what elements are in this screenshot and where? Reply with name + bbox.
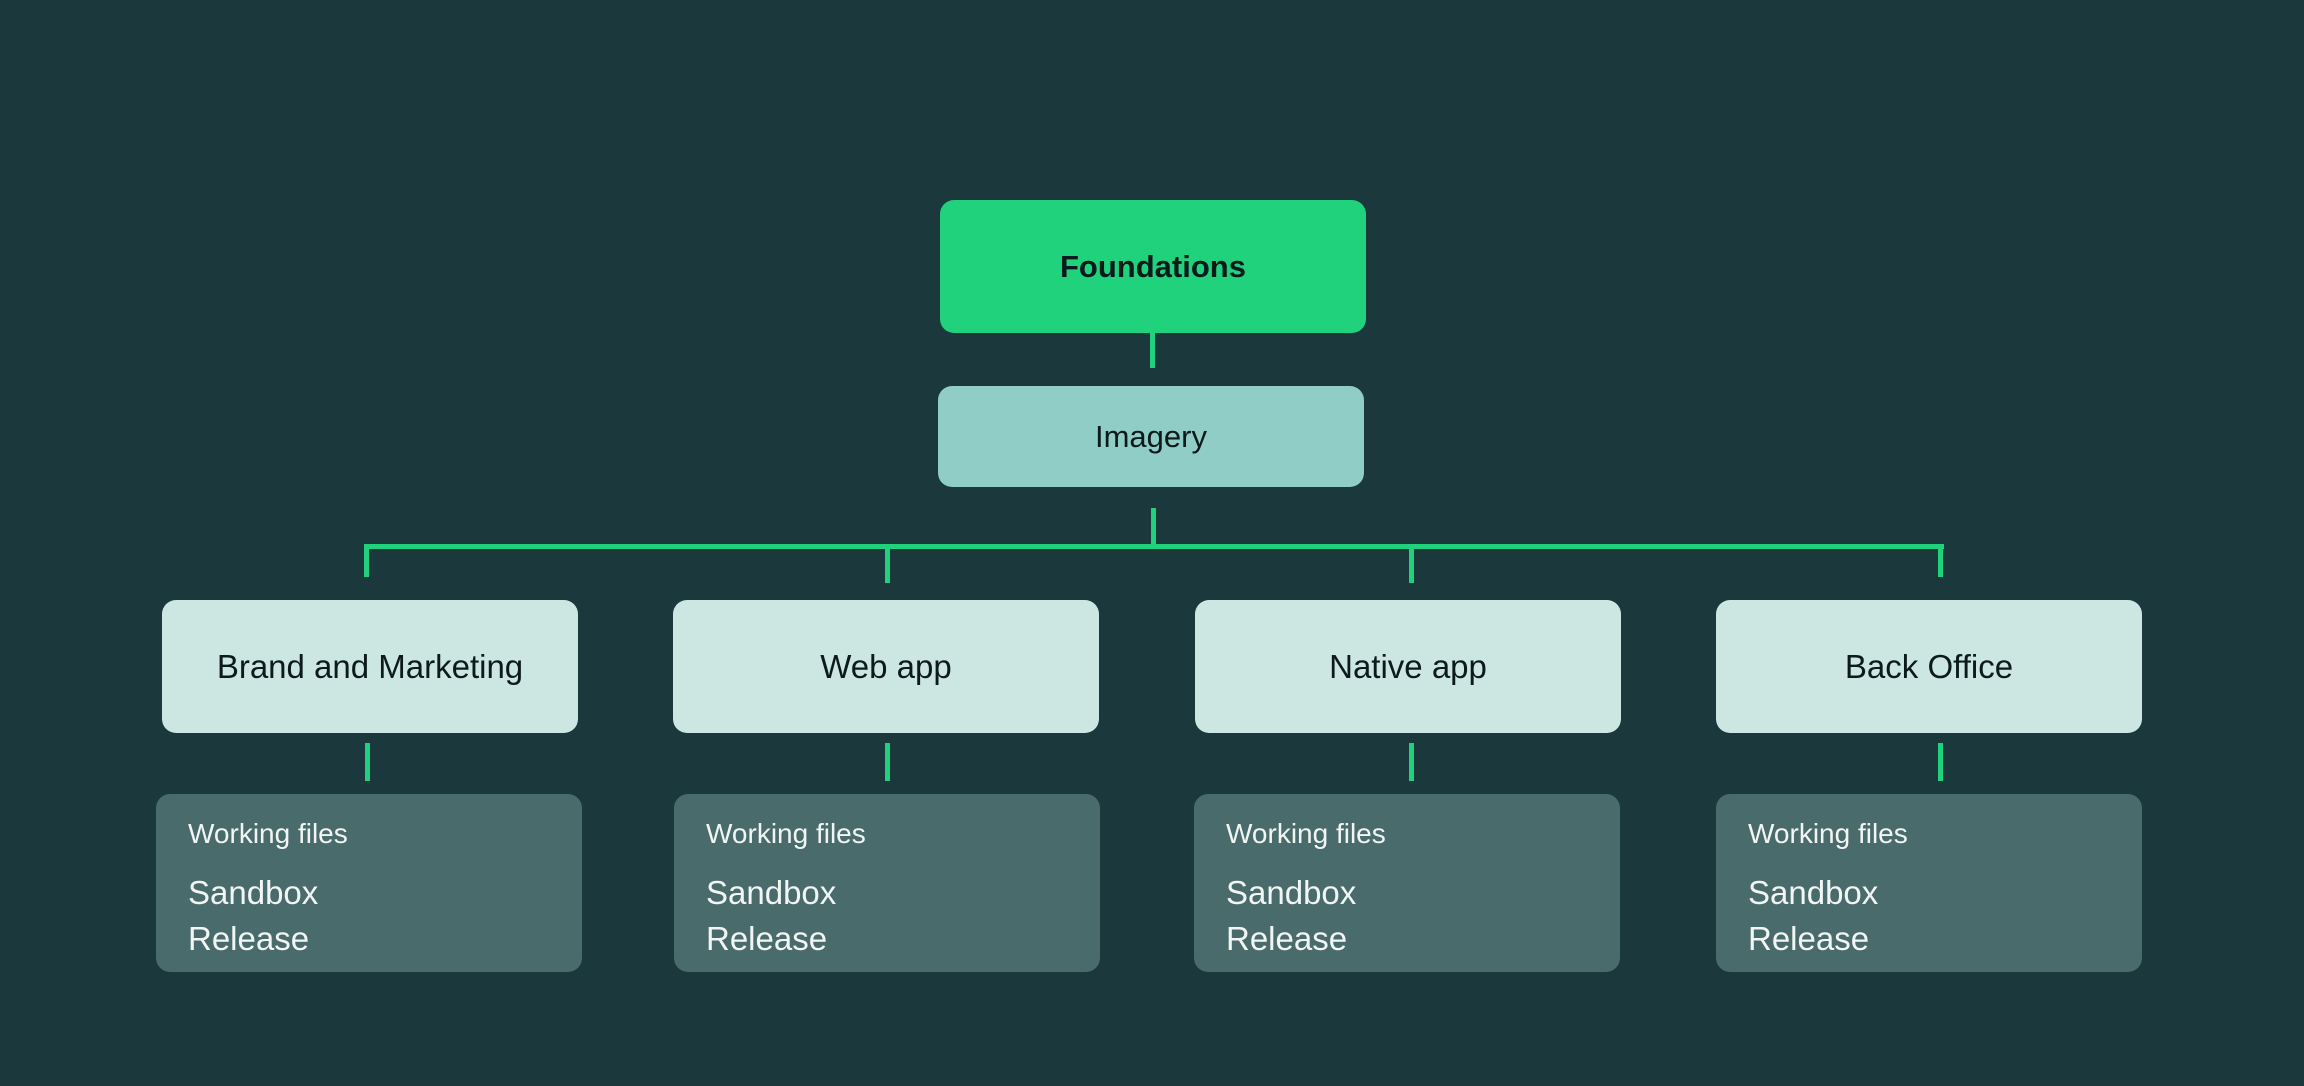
node-web-app: Web app [673, 600, 1099, 733]
connector-drop-3 [1409, 544, 1414, 583]
node-foundations: Foundations [940, 200, 1366, 333]
connector-mid-stem [1151, 508, 1156, 546]
files-box-brand-and-marketing: Working files Sandbox Release [156, 794, 582, 972]
connector-files-4 [1938, 743, 1943, 781]
node-web-app-label: Web app [820, 647, 952, 685]
connector-drop-2 [885, 544, 890, 583]
files-box-native-app: Working files Sandbox Release [1194, 794, 1620, 972]
files-title: Working files [1748, 818, 1908, 849]
node-foundations-label: Foundations [1060, 248, 1246, 284]
files-item-release: Release [706, 920, 828, 957]
connector-horizontal-bar [364, 544, 1944, 549]
node-back-office-label: Back Office [1844, 647, 2014, 685]
connector-files-1 [365, 743, 370, 781]
connector-drop-1 [364, 544, 369, 577]
files-item-sandbox: Sandbox [1226, 874, 1357, 911]
files-title: Working files [1226, 818, 1386, 849]
connector-root-mid [1150, 333, 1155, 368]
connector-drop-4 [1938, 544, 1943, 577]
files-item-sandbox: Sandbox [706, 874, 837, 911]
connector-files-3 [1409, 743, 1414, 781]
node-imagery: Imagery [938, 386, 1364, 487]
node-imagery-label: Imagery [1095, 418, 1207, 454]
connector-files-2 [885, 743, 890, 781]
files-item-sandbox: Sandbox [188, 874, 319, 911]
files-item-release: Release [1748, 920, 1870, 957]
files-item-release: Release [1226, 920, 1348, 957]
node-back-office: Back Office [1716, 600, 2142, 733]
files-item-sandbox: Sandbox [1748, 874, 1879, 911]
files-title: Working files [706, 818, 866, 849]
files-box-back-office: Working files Sandbox Release [1716, 794, 2142, 972]
files-item-release: Release [188, 920, 310, 957]
files-title: Working files [188, 818, 348, 849]
node-native-app: Native app [1195, 600, 1621, 733]
node-brand-and-marketing: Brand and Marketing [162, 600, 578, 733]
files-box-web-app: Working files Sandbox Release [674, 794, 1100, 972]
node-native-app-label: Native app [1329, 647, 1487, 685]
node-brand-and-marketing-label: Brand and Marketing [216, 647, 524, 685]
